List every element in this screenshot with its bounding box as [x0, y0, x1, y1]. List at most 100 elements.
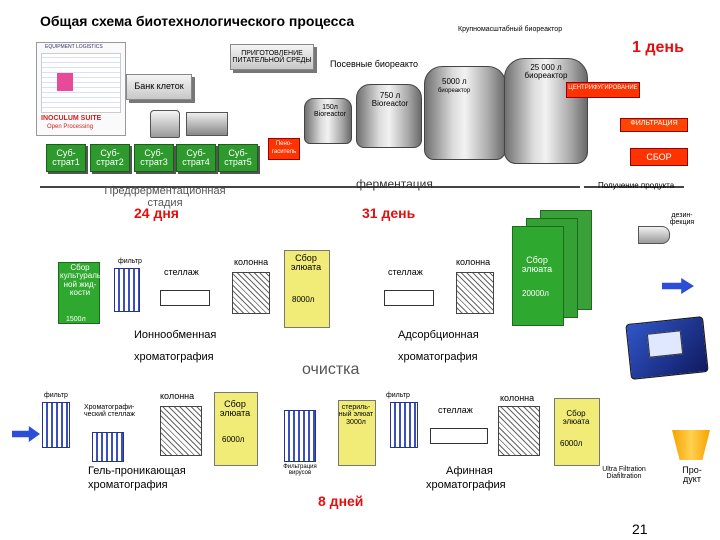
vol-1500-label: 1500л [66, 316, 86, 324]
vol-8000-label: 8000л [292, 295, 315, 304]
blue-arrow-right-2 [12, 426, 40, 442]
inoculum-suite-logo: INOCULUM SUITE [41, 115, 102, 122]
ion-exchange-label-1: Ионнообменная [134, 329, 217, 341]
vol-20000-label: 20000л [522, 289, 549, 298]
centrifuge-box: ЦЕНТРИФУГИРОВАНИЕ [566, 82, 640, 98]
collection-box: СБОР [630, 148, 688, 166]
slide-number: 21 [632, 521, 648, 537]
filter1-label: фильтр [118, 258, 142, 265]
substrate-4-label: Суб-страт4 [182, 147, 210, 167]
chrom-rack-graphic [92, 432, 124, 462]
rack-b-shelf [430, 428, 488, 444]
antifoam-label: Пено-гаситель [271, 141, 297, 156]
product-arrow [584, 186, 684, 188]
substrate-1: Суб-страт1 [46, 144, 86, 172]
gel-label-1: Гель-проникающая [88, 465, 186, 477]
centrifuge-label: ЦЕНТРИФУГИРОВАНИЕ [568, 85, 638, 91]
substrate-3: Суб-страт3 [134, 144, 174, 172]
bioreactor-25000l-label: 25 000 л биореактор [524, 63, 568, 81]
substrate-1-label: Суб-страт1 [52, 147, 80, 167]
column2-label: колонна [456, 257, 491, 267]
day31-label: 31 день [362, 205, 416, 221]
sterile-eluate-label: стериль-ный элюат 3000л [338, 404, 374, 426]
media-prep-box: ПРИГОТОВЛЕНИЕ ПИТАТЕЛЬНОЙ СРЕДЫ [230, 44, 314, 70]
disinfection-label: дезин-фекция [669, 212, 695, 227]
eluate-collection-a [214, 392, 258, 466]
collection-label: СБОР [646, 152, 672, 162]
cell-bank-label: Банк клеток [134, 81, 184, 92]
equipment-image-highlight [57, 73, 73, 91]
virus-filter-label: Фильтрация вирусов [283, 464, 317, 477]
gel-label-2: хроматография [88, 479, 168, 491]
column-a-graphic [160, 406, 202, 456]
column1-label: колонна [234, 257, 269, 267]
analyzer-device-screen [646, 330, 684, 358]
chrom-rack-label: Хроматографи-ческий стеллаж [84, 404, 135, 419]
eluate-collection-b [554, 398, 600, 466]
column1-graphic [232, 272, 270, 314]
bioreactor-150l [304, 98, 352, 144]
substrate-4: Суб-страт4 [176, 144, 216, 172]
ultrafiltration-label: Ultra Filtration Diafiltration [602, 466, 646, 481]
eluate-collection-1 [284, 250, 330, 328]
product-label: Про-дукт [682, 465, 702, 485]
sterile-eluate [338, 400, 376, 466]
eluate-collection-1-label: Сбор элюата [290, 253, 322, 273]
media-prep-label: ПРИГОТОВЛЕНИЕ ПИТАТЕЛЬНОЙ СРЕДЫ [232, 49, 312, 64]
column2-graphic [456, 272, 494, 314]
prefermentation-arrow [40, 186, 284, 188]
culture-collection-label: Сбор культураль-ной жид-кости [60, 263, 104, 298]
bioreactor-150l-label: 150л Bioreactor [314, 104, 346, 119]
cell-bank-box: Банк клеток [126, 74, 192, 100]
purification-label: очистка [302, 361, 360, 378]
culture-collection [58, 262, 100, 324]
equipment-logistics-image: EQUIPMENT LOGISTICS INOCULUM SUITE Open … [36, 42, 126, 136]
seed-reactors-label: Посевные биореакто [330, 59, 418, 69]
substrate-5: Суб-страт5 [218, 144, 258, 172]
filter-a-label: фильтр [44, 392, 68, 399]
filter-a-stack [42, 402, 70, 448]
disinfection-tank-icon [638, 226, 670, 244]
large-reactor-label: Крупномасштабный биореактор [458, 26, 563, 33]
adsorption-label-1: Адсорбционная [398, 329, 479, 341]
equipment-image-detail [41, 53, 121, 113]
ion-exchange-label-2: хроматография [134, 351, 214, 363]
bioreactor-750l-label: 750 л Bioreactor [371, 91, 409, 109]
rack2-label: стеллаж [388, 267, 423, 277]
eluate-collection-2 [512, 226, 564, 326]
rack1-shelf [160, 290, 210, 306]
column-b-graphic [498, 406, 540, 456]
rack2-shelf [384, 290, 434, 306]
rack1-label: стеллаж [164, 267, 199, 277]
shaker-icon [186, 112, 228, 136]
flask-icon [150, 110, 180, 138]
vol-6000b-label: 6000л [560, 439, 583, 448]
day8-label: 8 дней [318, 493, 364, 509]
virus-filter-graphic [284, 410, 316, 462]
fermentation-arrow [284, 186, 580, 188]
blue-arrow-right-1 [662, 278, 694, 294]
product-receiving-label: Получение продукта [598, 181, 675, 190]
eluate-collection-b-label: Сбор элюата [562, 409, 590, 427]
prefermentation-label: Предферментационная стадия [104, 185, 226, 209]
bioreactor-5000l [424, 66, 506, 160]
filtration-box: ФИЛЬТРАЦИЯ [620, 118, 688, 132]
inoculum-suite-subtitle: Open Processing [47, 124, 94, 130]
substrate-2-label: Суб-страт2 [96, 147, 124, 167]
substrate-2: Суб-страт2 [90, 144, 130, 172]
affine-label-2: хроматография [426, 479, 506, 491]
filter1-stack [114, 268, 140, 312]
vol-6000a-label: 6000л [222, 435, 245, 444]
equipment-logistics-label: EQUIPMENT LOGISTICS [45, 44, 103, 50]
adsorption-label-2: хроматография [398, 351, 478, 363]
bioreactor-25000l [504, 58, 588, 164]
affine-label-1: Афинная [446, 465, 493, 477]
fermentation-label: ферментация [356, 177, 433, 191]
bioreactor-5000l-label: 5000 л [442, 77, 467, 86]
rack-b-label: стеллаж [438, 405, 473, 415]
product-cup-icon [672, 430, 710, 460]
filter-b-label: фильтр [386, 392, 410, 399]
day24-label: 24 дня [134, 205, 179, 221]
substrate-5-label: Суб-страт5 [224, 147, 252, 167]
filter-b-stack [390, 402, 418, 448]
